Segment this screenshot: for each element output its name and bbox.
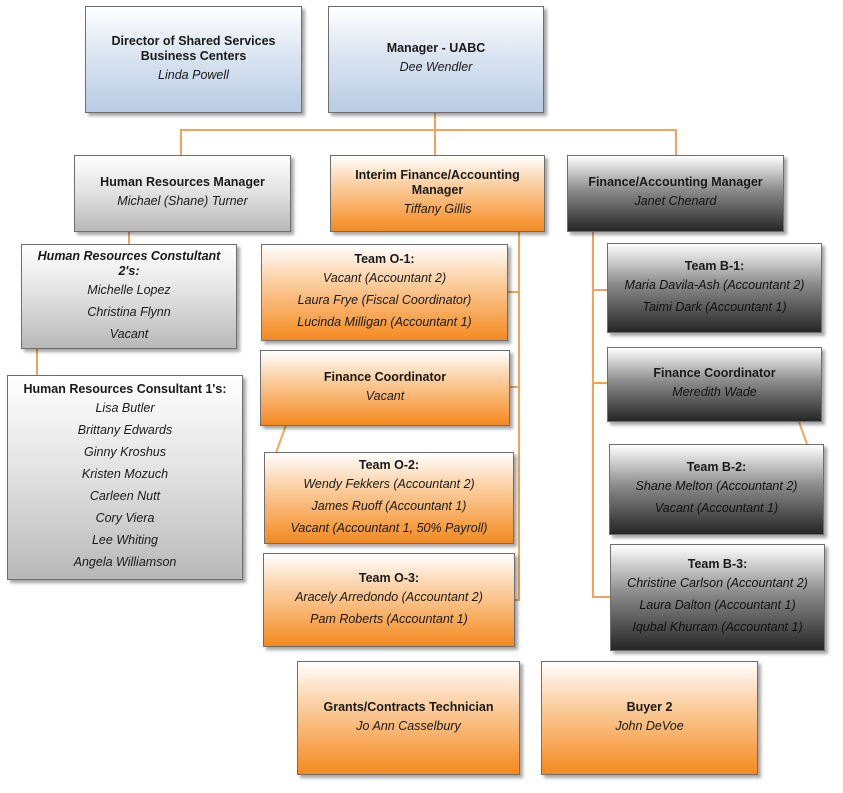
team-title: Team B-3: — [687, 557, 748, 571]
connector-line — [180, 129, 677, 131]
team-title: Team O-2: — [358, 457, 420, 472]
connector-line — [515, 599, 520, 601]
position-title: Finance Coordinator — [653, 366, 776, 380]
person-name: Michael (Shane) Turner — [117, 194, 248, 208]
connector-line — [518, 232, 520, 600]
member-name: Lucinda Milligan (Accountant 1) — [297, 315, 472, 329]
member-name: Aracely Arredondo (Accountant 2) — [295, 589, 483, 604]
team-b3-box: Team B-3: Christine Carlson (Accountant … — [610, 544, 825, 651]
manager-box: Manager - UABC Dee Wendler — [328, 6, 544, 113]
connector-line — [592, 232, 594, 598]
interim-finance-box: Interim Finance/Accounting Manager Tiffa… — [330, 155, 545, 232]
hr-manager-box: Human Resources Manager Michael (Shane) … — [74, 155, 291, 232]
connector-line — [797, 422, 809, 444]
member-name: Christina Flynn — [87, 304, 171, 319]
person-name: Jo Ann Casselbury — [356, 718, 461, 733]
connector-line — [36, 349, 38, 375]
member-name: Laura Dalton (Accountant 1) — [639, 598, 796, 612]
member-name: Brittany Edwards — [77, 423, 173, 437]
person-name: Dee Wendler — [399, 60, 473, 74]
member-name: Angela Williamson — [73, 555, 177, 569]
team-b2-box: Team B-2: Shane Melton (Accountant 2) Va… — [609, 444, 824, 535]
member-name: James Ruoff (Accountant 1) — [311, 498, 467, 513]
finance-manager-box: Finance/Accounting Manager Janet Chenard — [567, 155, 784, 232]
connector-line — [592, 596, 610, 598]
member-name: Wendy Fekkers (Accountant 2) — [303, 476, 475, 491]
member-name: Lee Whiting — [91, 533, 158, 547]
connector-line — [275, 426, 287, 452]
member-name: Pam Roberts (Accountant 1) — [310, 611, 468, 626]
connector-line — [592, 382, 607, 384]
person-name: Linda Powell — [158, 67, 229, 82]
connector-line — [128, 232, 130, 244]
person-name: Vacant — [365, 388, 405, 403]
member-name: Iqubal Khurram (Accountant 1) — [632, 620, 803, 634]
director-box: Director of Shared Services Business Cen… — [85, 6, 302, 113]
finance-coordinator-o-box: Finance Coordinator Vacant — [260, 350, 510, 426]
connector-line — [592, 289, 607, 291]
team-title: Team B-2: — [686, 460, 747, 474]
position-title: Finance Coordinator — [323, 369, 447, 384]
team-o3-box: Team O-3: Aracely Arredondo (Accountant … — [263, 553, 515, 647]
member-name: Christine Carlson (Accountant 2) — [627, 576, 808, 590]
connector-line — [510, 386, 520, 388]
team-o1-box: Team O-1: Vacant (Accountant 2) Laura Fr… — [261, 244, 508, 341]
hr-consultant-1-box: Human Resources Consultant 1's: Lisa But… — [7, 375, 243, 580]
member-name: Vacant (Accountant 1, 50% Payroll) — [290, 520, 488, 535]
member-name: Shane Melton (Accountant 2) — [635, 479, 798, 493]
team-b1-box: Team B-1: Maria Davila-Ash (Accountant 2… — [607, 243, 822, 333]
member-name: Ginny Kroshus — [84, 445, 166, 459]
team-o2-box: Team O-2: Wendy Fekkers (Accountant 2) J… — [264, 452, 514, 544]
member-name: Lisa Butler — [95, 401, 155, 415]
hr-consultant-2-box: Human Resources Constultant 2's: Michell… — [21, 244, 237, 349]
position-title: Human Resources Consultant 1's: — [23, 382, 227, 396]
connector-line — [675, 129, 677, 155]
team-title: Team B-1: — [684, 258, 745, 273]
position-title: Human Resources Manager — [100, 175, 265, 189]
member-name: Michelle Lopez — [87, 282, 171, 297]
member-name: Vacant (Accountant 1) — [654, 501, 779, 515]
buyer-box: Buyer 2 John DeVoe — [541, 661, 758, 775]
connector-line — [434, 129, 436, 155]
person-name: Janet Chenard — [634, 194, 717, 208]
position-title: Manager - UABC — [386, 41, 486, 55]
finance-coordinator-b-box: Finance Coordinator Meredith Wade — [607, 347, 822, 422]
member-name: Kristen Mozuch — [81, 467, 169, 481]
position-title: Interim Finance/Accounting Manager — [355, 167, 520, 197]
position-title: Finance/Accounting Manager — [588, 175, 763, 189]
position-title: Buyer 2 — [626, 699, 673, 714]
member-name: Carleen Nutt — [89, 489, 161, 503]
member-name: Vacant (Accountant 2) — [322, 271, 447, 285]
person-name: Meredith Wade — [672, 385, 757, 399]
position-title: Grants/Contracts Technician — [323, 699, 494, 714]
position-title: Director of Shared Services Business Cen… — [111, 33, 276, 63]
person-name: Tiffany Gillis — [403, 201, 472, 216]
member-name: Taimi Dark (Accountant 1) — [642, 299, 787, 314]
member-name: Laura Frye (Fiscal Coordinator) — [297, 293, 472, 307]
connector-line — [508, 291, 520, 293]
connector-line — [180, 129, 182, 155]
member-name: Vacant — [109, 326, 149, 341]
member-name: Maria Davila-Ash (Accountant 2) — [624, 277, 805, 292]
member-name: Cory Viera — [95, 511, 155, 525]
grants-technician-box: Grants/Contracts Technician Jo Ann Casse… — [297, 661, 520, 775]
team-title: Team O-3: — [358, 570, 420, 585]
connector-line — [434, 113, 436, 130]
team-title: Team O-1: — [354, 252, 415, 266]
position-title: Human Resources Constultant 2's: — [37, 248, 221, 278]
person-name: John DeVoe — [615, 718, 684, 733]
